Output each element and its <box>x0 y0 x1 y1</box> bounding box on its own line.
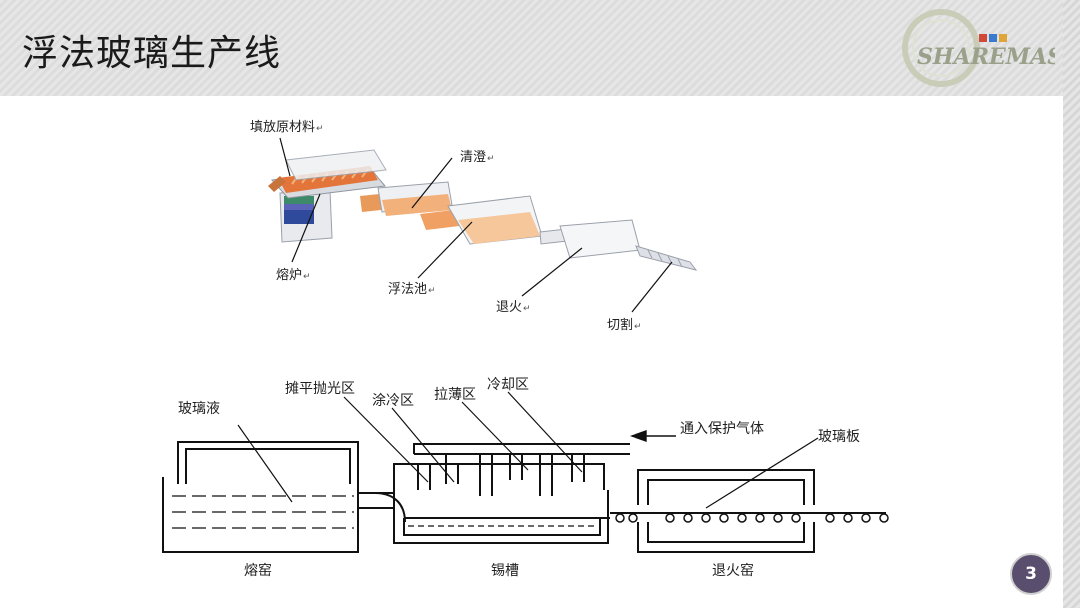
float-line-illustration <box>268 137 698 313</box>
label-cutting: 切割↵ <box>607 318 642 333</box>
logo-text: SHAREMASTER <box>917 44 1055 70</box>
process-schematic <box>162 391 889 553</box>
label-annealing: 退火↵ <box>496 300 531 315</box>
side-rail <box>1063 0 1080 608</box>
label-refining: 清澄↵ <box>460 150 495 165</box>
label-thinning-zone: 拉薄区 <box>434 387 476 403</box>
label-fill-material: 填放原材料↵ <box>250 120 324 135</box>
leader-float <box>417 221 473 279</box>
label-furnace: 熔炉↵ <box>276 268 311 283</box>
label-cooling-zone: 冷却区 <box>487 377 529 393</box>
annealing-kiln-outline <box>637 469 815 505</box>
label-protective-gas: 通入保护气体 <box>680 421 764 437</box>
leader-refining <box>411 157 453 209</box>
label-flattening-zone: 摊平抛光区 <box>285 381 355 397</box>
label-coating-zone: 涂冷区 <box>372 393 414 409</box>
label-glass-sheet: 玻璃板 <box>818 429 860 445</box>
header-band <box>0 0 1080 96</box>
leader-cutting <box>631 261 673 313</box>
leader-fill <box>279 137 291 177</box>
tin-bath-outline <box>393 490 609 544</box>
label-glass-liquid: 玻璃液 <box>178 401 220 417</box>
label-tin-bath: 锡槽 <box>491 563 519 579</box>
label-annealing-kiln: 退火窑 <box>712 563 754 579</box>
sharemaster-logo: SHAREMASTER <box>902 9 1055 87</box>
leader-annealing <box>521 247 583 297</box>
melting-kiln-outline <box>162 477 359 553</box>
rollers <box>615 513 889 523</box>
gas-arrow <box>629 430 676 442</box>
label-float-bath: 浮法池↵ <box>388 282 436 297</box>
page-number-badge: 3 <box>1010 553 1052 595</box>
page-title: 浮法玻璃生产线 <box>22 33 282 74</box>
leader-furnace <box>291 193 321 263</box>
label-melting-kiln: 熔窑 <box>244 563 272 579</box>
